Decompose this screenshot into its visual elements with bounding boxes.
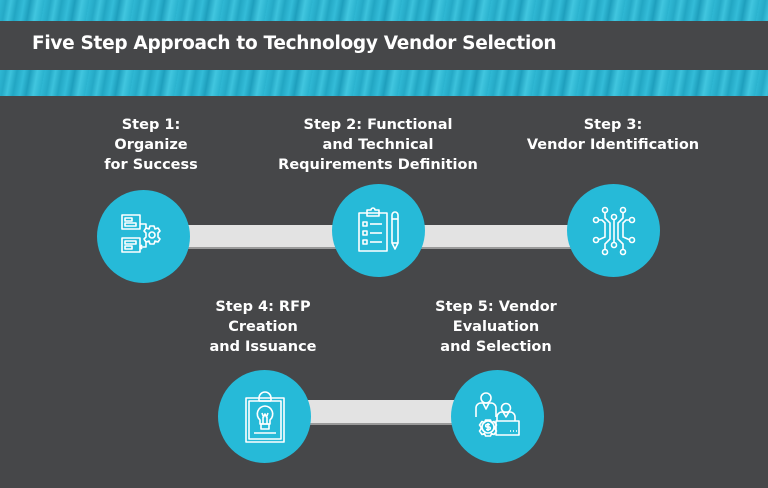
step-5-label-line: Evaluation <box>452 319 540 335</box>
step-1-label-line: for Success <box>104 157 198 173</box>
circuit-icon <box>592 206 635 255</box>
step-4-circle <box>218 370 311 463</box>
page-title: Five Step Approach to Technology Vendor … <box>32 33 557 54</box>
step-2-label-line: Requirements Definition <box>278 157 478 173</box>
step-3-circle <box>567 184 660 277</box>
step-3-label-line: Vendor Identification <box>526 137 700 153</box>
step-2-label-line: Step 2: Functional <box>303 117 453 133</box>
step-2-label: Step 2: Functional and Technical Require… <box>278 115 478 175</box>
connector-step4-step5 <box>300 400 465 425</box>
step-5-label-line: Step 5: Vendor <box>435 299 557 315</box>
step-5-label-line: and Selection <box>440 339 552 355</box>
step-5-circle <box>451 370 544 463</box>
step-4-label-line: and Issuance <box>209 339 317 355</box>
clipboard-lightbulb-icon <box>244 390 285 443</box>
header-band-bottom <box>0 70 768 96</box>
step-3-label: Step 3: Vendor Identification <box>527 115 699 155</box>
header-band-top <box>0 0 768 21</box>
people-money-gear-icon <box>474 391 520 437</box>
title-bar <box>0 21 768 70</box>
step-3-label-line: Step 3: <box>583 117 643 133</box>
step-4-label: Step 4: RFP Creation and Issuance <box>209 297 316 357</box>
step-5-label: Step 5: Vendor Evaluation and Selection <box>435 297 557 357</box>
step-2-circle <box>332 184 425 277</box>
step-1-circle <box>97 190 190 283</box>
step-1-label-line: Step 1: <box>121 117 181 133</box>
step-1-label: Step 1: Organize for Success <box>104 115 198 175</box>
step-2-label-line: and Technical <box>322 137 434 153</box>
connector-step2-step3 <box>415 225 585 249</box>
step-1-label-line: Organize <box>114 137 188 153</box>
step-4-label-line: Creation <box>228 319 298 335</box>
org-chart-gear-icon <box>120 213 161 253</box>
clipboard-checklist-pencil-icon <box>357 206 399 252</box>
connector-step1-step2 <box>180 225 350 249</box>
step-4-label-line: Step 4: RFP <box>215 299 311 315</box>
